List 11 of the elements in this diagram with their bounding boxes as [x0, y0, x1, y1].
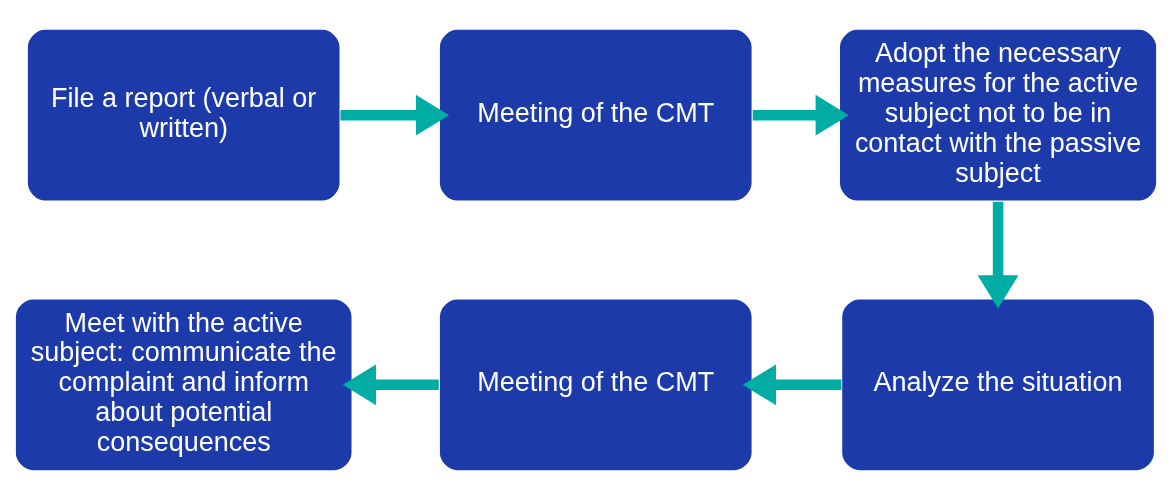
node-box: Meeting of the CMT: [438, 28, 754, 203]
node-box: File a report (verbal or written): [26, 28, 341, 203]
arrow: [977, 201, 1019, 309]
node-box: Meet with the active subject: communicate the complaint and inform about potential consequences: [14, 297, 353, 472]
node-box: Analyze the situation: [840, 297, 1156, 472]
node-box: Meeting of the CMT: [438, 297, 754, 472]
arrow: [742, 364, 842, 406]
arrow: [752, 94, 849, 136]
node-box: Adopt the necessary measures for the active subject not to be in contact with the passive subject: [838, 28, 1158, 203]
arrow: [342, 364, 439, 406]
arrow: [340, 94, 450, 136]
